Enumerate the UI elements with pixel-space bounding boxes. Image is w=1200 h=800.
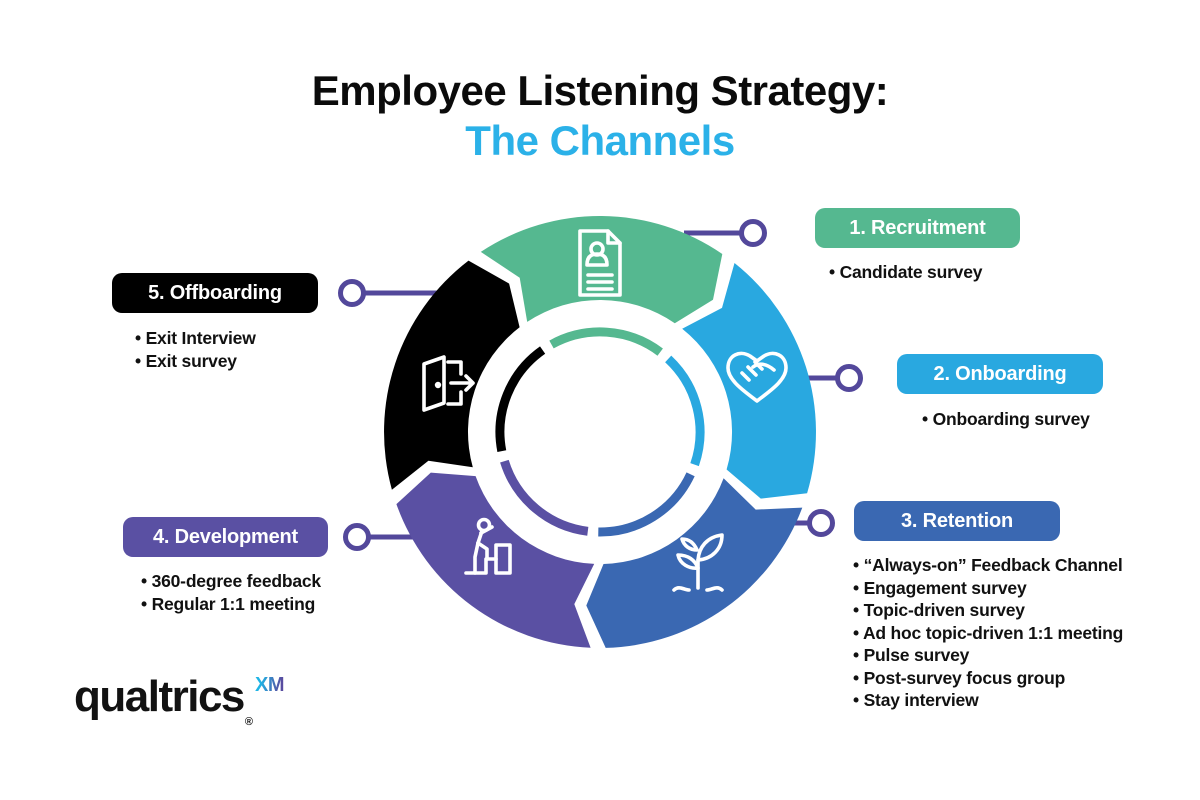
bullet-item: • Candidate survey [829, 262, 983, 282]
xm-badge: XM [255, 674, 285, 696]
bullet-item: • Exit Interview [135, 328, 256, 348]
stage-items-offboarding: • Exit Interview• Exit survey [135, 327, 256, 372]
stage-label-retention: 3. Retention [854, 501, 1060, 541]
stage-items-recruitment: • Candidate survey [829, 261, 982, 284]
bullet-item: • Topic-driven survey [853, 600, 1025, 620]
connector-ring-retention [807, 509, 835, 537]
handshake-heart-icon [726, 351, 788, 403]
segment-recruitment [480, 216, 723, 324]
exit-door-icon [422, 355, 475, 412]
connector-ring-development [343, 523, 371, 551]
inner-arc-development [500, 459, 589, 536]
bullet-item: • Post-survey focus group [853, 667, 1066, 688]
page-title-line1: Employee Listening Strategy: [311, 67, 889, 114]
inner-arc-recruitment [549, 327, 663, 356]
stage-items-development: • 360-degree feedback• Regular 1:1 meeti… [141, 570, 321, 615]
bullet-item: • Pulse survey [853, 645, 970, 665]
qualtrics-wordmark: qualtrics [74, 672, 245, 721]
stage-label-recruitment: 1. Recruitment [815, 208, 1020, 248]
bullet-item: • Ad hoc topic-driven 1:1 meeting [853, 622, 1124, 643]
connector-ring-recruitment [739, 219, 767, 247]
qualtrics-logo: qualtrics® XM [74, 672, 285, 732]
connector-ring-offboarding [338, 279, 366, 307]
segment-offboarding [384, 260, 520, 490]
bullet-item: • Engagement survey [853, 577, 1027, 598]
stage-items-retention: • “Always-on” Feedback Channel• Engageme… [853, 554, 1123, 712]
page-title: Employee Listening Strategy: The Channel… [0, 66, 1200, 165]
bullet-item: • Exit survey [135, 350, 237, 371]
bullet-item: • Regular 1:1 meeting [141, 593, 316, 614]
inner-arc-retention [598, 472, 695, 537]
inner-arc-onboarding [665, 355, 705, 467]
page-title-line2: The Channels [465, 116, 735, 164]
stage-label-development: 4. Development [123, 517, 328, 557]
stage-items-onboarding: • Onboarding survey [922, 408, 1090, 431]
stage-label-onboarding: 2. Onboarding [897, 354, 1103, 394]
registered-mark: ® [244, 716, 253, 728]
resume-icon [578, 229, 622, 297]
climb-stairs-icon [464, 517, 512, 575]
inner-ring [495, 327, 705, 537]
inner-arc-offboarding [495, 346, 546, 452]
bullet-item: • Onboarding survey [922, 409, 1090, 429]
bullet-item: • Stay interview [853, 690, 979, 710]
stage-label-offboarding: 5. Offboarding [112, 273, 318, 313]
connector-ring-onboarding [835, 364, 863, 392]
bullet-item: • 360-degree feedback [141, 571, 321, 591]
sprout-icon [672, 533, 724, 592]
bullet-item: • “Always-on” Feedback Channel [853, 555, 1123, 575]
